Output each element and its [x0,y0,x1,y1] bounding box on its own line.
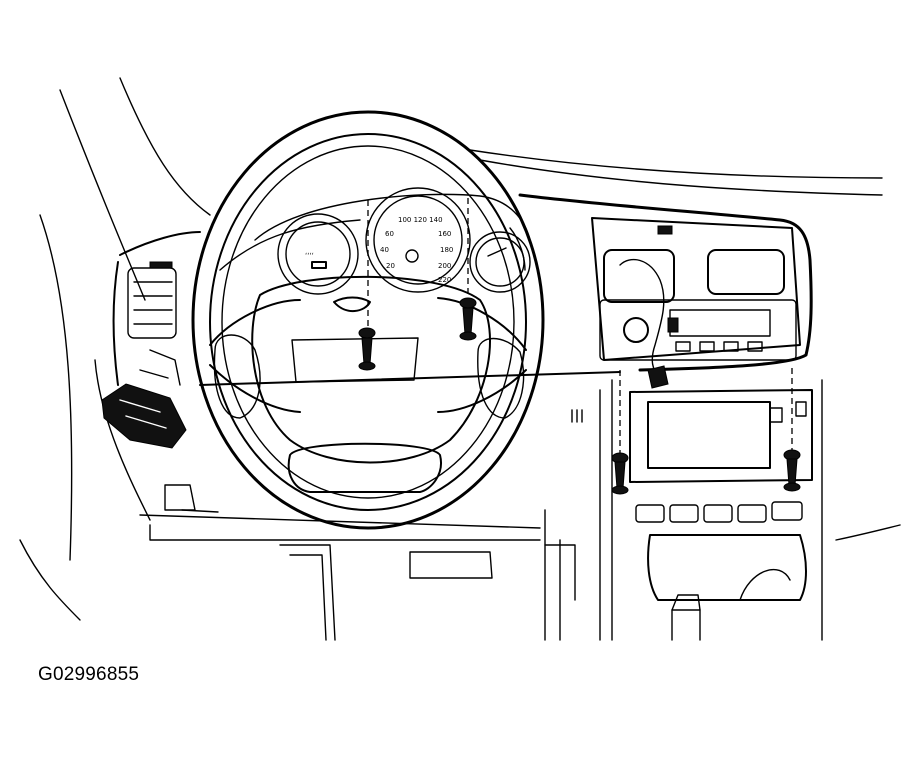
svg-text:ʻʻʻʻ: ʻʻʻʻ [305,252,314,260]
console-screw-right [784,368,800,491]
svg-text:220: 220 [438,276,451,284]
console-screw-left [612,370,628,494]
airbag-module [292,298,418,383]
svg-text:180: 180 [440,246,453,254]
svg-text:60: 60 [385,230,394,238]
svg-text:20: 20 [386,262,395,270]
svg-text:200: 200 [438,262,451,270]
steering-column-lower [165,485,575,640]
center-console [612,380,900,640]
svg-text:160: 160 [438,230,451,238]
airbag-screw-right [460,198,476,340]
airbag-screw-left [359,200,375,370]
steering-wheel [193,112,543,528]
air-vent-left [128,262,176,338]
door-panel-left [20,360,150,620]
dashboard-outline [114,195,812,640]
headlight-switch [102,350,186,448]
svg-text:100 120 140: 100 120 140 [398,216,443,224]
svg-text:40: 40 [380,246,389,254]
radio-head-unit [572,218,800,422]
figure-id-label: G02996855 [38,664,140,685]
windshield-frame [40,78,882,560]
